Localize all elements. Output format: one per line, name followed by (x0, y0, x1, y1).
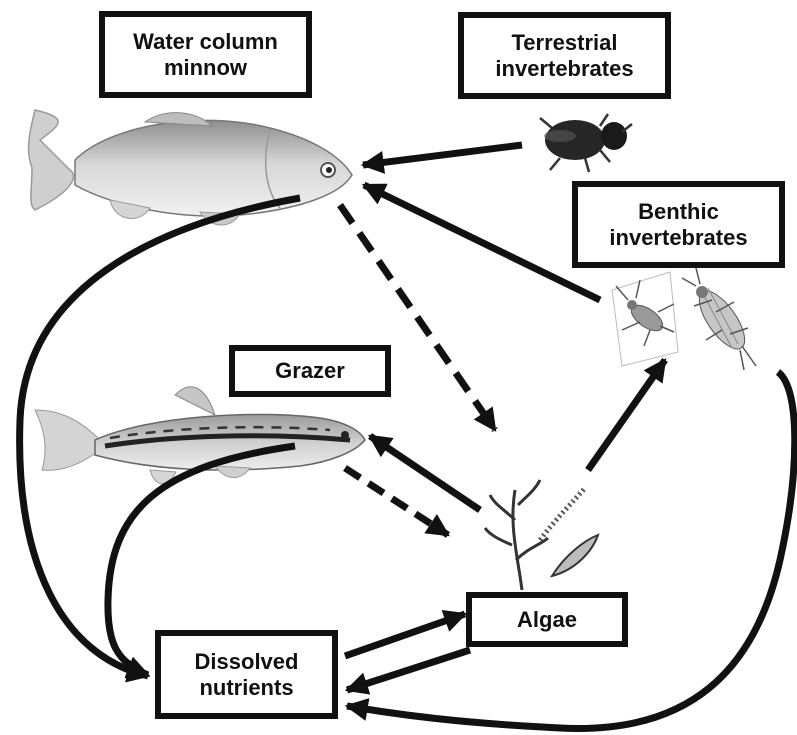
label-terrestrial-invertebrates: Terrestrial invertebrates (458, 12, 671, 99)
label-water-column-minnow-text: Water column minnow (133, 29, 278, 81)
label-benthic-invertebrates-text: Benthic invertebrates (609, 199, 747, 251)
label-algae: Algae (466, 592, 628, 647)
arrow-algae-to-nutrients (347, 650, 470, 690)
arrow-nutrients-to-algae (345, 614, 465, 656)
beetle-image (540, 114, 632, 172)
label-terrestrial-invertebrates-text: Terrestrial invertebrates (495, 30, 633, 82)
benthic-insect-image (612, 268, 756, 370)
arrow-benthic-to-minnow (364, 185, 600, 300)
minnow-fish-image (29, 110, 352, 225)
label-dissolved-nutrients: Dissolved nutrients (155, 630, 338, 719)
arrow-terrestrial-to-minnow (363, 145, 522, 165)
label-water-column-minnow: Water column minnow (99, 11, 312, 98)
algae-image (485, 480, 598, 590)
arrow-algae-to-grazer (370, 436, 480, 510)
label-benthic-invertebrates: Benthic invertebrates (572, 181, 785, 268)
label-algae-text: Algae (517, 607, 577, 633)
arrow-benthic-to-nutrients (347, 372, 795, 729)
label-dissolved-nutrients-text: Dissolved nutrients (195, 649, 299, 701)
label-grazer: Grazer (229, 345, 391, 397)
arrow-algae-to-benthic (588, 360, 665, 470)
label-grazer-text: Grazer (275, 358, 345, 384)
